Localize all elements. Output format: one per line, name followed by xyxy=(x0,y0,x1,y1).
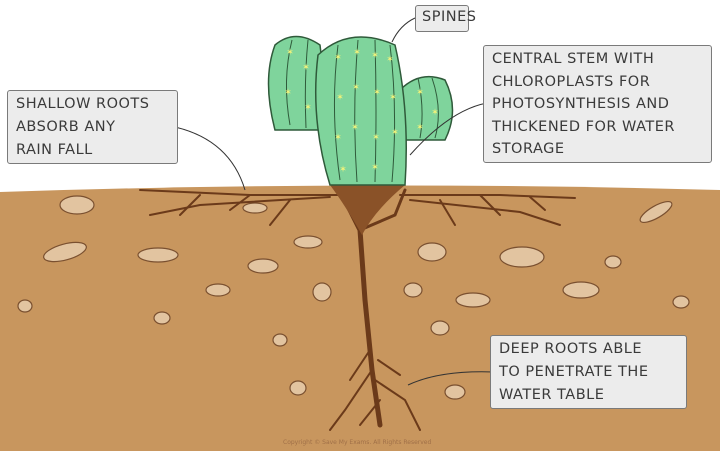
label-line: THICKENED FOR WATER xyxy=(492,118,675,135)
label-line: CHLOROPLASTS FOR xyxy=(492,73,651,90)
svg-text:✶: ✶ xyxy=(353,48,361,58)
label-line: STORAGE xyxy=(492,141,565,157)
svg-text:✶: ✶ xyxy=(351,123,359,133)
label-line: RAIN FALL xyxy=(16,142,93,158)
brown-root-crown xyxy=(330,185,405,235)
svg-text:✶: ✶ xyxy=(372,133,380,143)
svg-text:✶: ✶ xyxy=(431,108,439,118)
label-line: SHALLOW ROOTS xyxy=(16,96,150,112)
label-line: DEEP ROOTS ABLE xyxy=(499,341,643,357)
svg-text:✶: ✶ xyxy=(284,88,292,98)
svg-text:✶: ✶ xyxy=(334,53,342,63)
cactus xyxy=(267,35,454,186)
label-deep-roots: DEEP ROOTS ABLE TO PENETRATE THE WATER T… xyxy=(490,335,687,409)
label-line: PHOTOSYNTHESIS AND xyxy=(492,96,670,112)
svg-text:✶: ✶ xyxy=(416,88,424,98)
svg-text:✶: ✶ xyxy=(389,93,397,103)
spines: ✶ ✶ ✶ ✶ ✶ ✶ ✶ ✶ ✶ ✶ ✶ ✶ ✶ ✶ ✶ ✶ ✶ ✶ ✶ ✶ ✶ xyxy=(284,48,439,175)
svg-text:✶: ✶ xyxy=(371,51,379,61)
svg-text:✶: ✶ xyxy=(416,123,424,133)
svg-text:✶: ✶ xyxy=(304,103,312,113)
label-line: SPINES xyxy=(422,9,477,25)
svg-text:✶: ✶ xyxy=(386,55,394,65)
label-spines: SPINES xyxy=(415,5,477,32)
svg-text:✶: ✶ xyxy=(339,165,347,175)
svg-text:✶: ✶ xyxy=(391,128,399,138)
stones xyxy=(17,195,690,400)
label-line: WATER TABLE xyxy=(499,387,605,403)
svg-text:✶: ✶ xyxy=(373,88,381,98)
label-line: CENTRAL STEM WITH xyxy=(492,51,655,67)
leader-lines xyxy=(174,17,495,386)
label-central-stem: CENTRAL STEM WITH CHLOROPLASTS FOR PHOTO… xyxy=(483,45,712,163)
svg-text:✶: ✶ xyxy=(286,48,294,58)
label-line: ABSORB ANY xyxy=(16,119,116,135)
svg-text:✶: ✶ xyxy=(352,83,360,93)
svg-text:✶: ✶ xyxy=(302,63,310,73)
watermark: Copyright © Save My Exams. All Rights Re… xyxy=(283,439,432,446)
svg-text:✶: ✶ xyxy=(334,133,342,143)
svg-text:✶: ✶ xyxy=(336,93,344,103)
svg-text:✶: ✶ xyxy=(371,163,379,173)
label-shallow-roots: SHALLOW ROOTS ABSORB ANY RAIN FALL xyxy=(7,90,178,164)
label-line: TO PENETRATE THE xyxy=(499,364,649,380)
cactus-ribs xyxy=(285,39,439,183)
